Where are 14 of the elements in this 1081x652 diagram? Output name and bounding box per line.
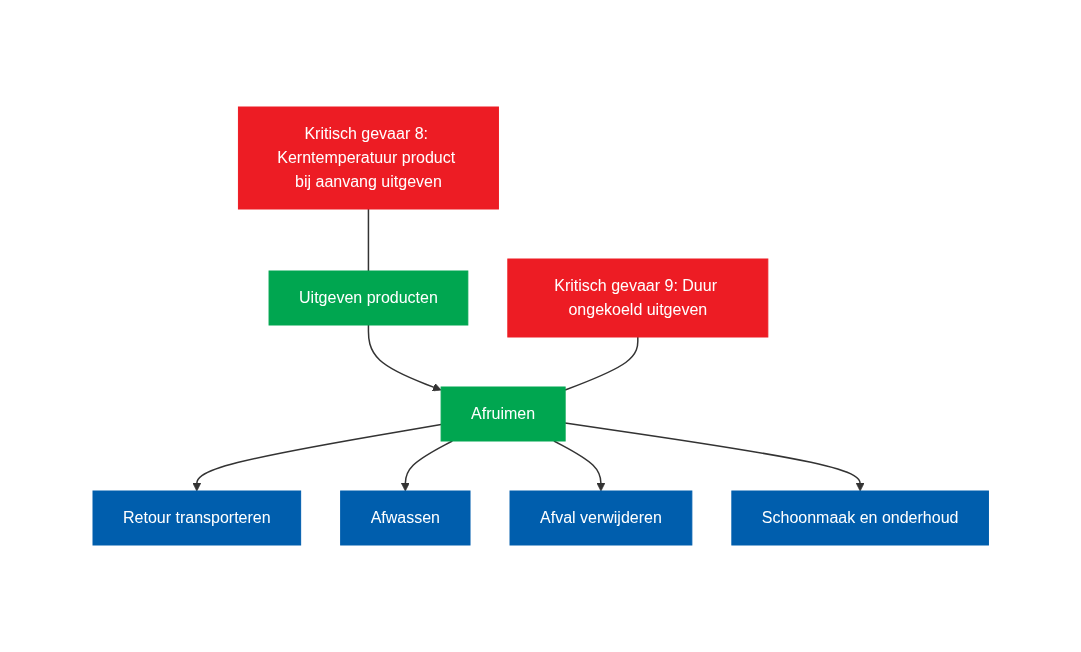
arrow	[400, 440, 453, 492]
arrow	[564, 422, 865, 492]
connector	[564, 336, 639, 391]
arrow	[367, 324, 442, 392]
node-box: Uitgeven producten	[268, 270, 469, 326]
node-box: Kritisch gevaar 8: Kerntemperatuur product bij aanvang uitgeven	[237, 106, 499, 210]
node-box: Afval verwijderen	[509, 490, 693, 546]
connector	[367, 208, 369, 272]
node-box: Kritisch gevaar 9: Duur ongekoeld uitgeven	[507, 258, 769, 338]
arrow	[192, 423, 442, 492]
node-box: Schoonmaak en onderhoud	[731, 490, 989, 546]
node-box: Afruimen	[440, 386, 566, 442]
node-box: Retour transporteren	[92, 490, 301, 546]
node-box: Afwassen	[339, 490, 471, 546]
